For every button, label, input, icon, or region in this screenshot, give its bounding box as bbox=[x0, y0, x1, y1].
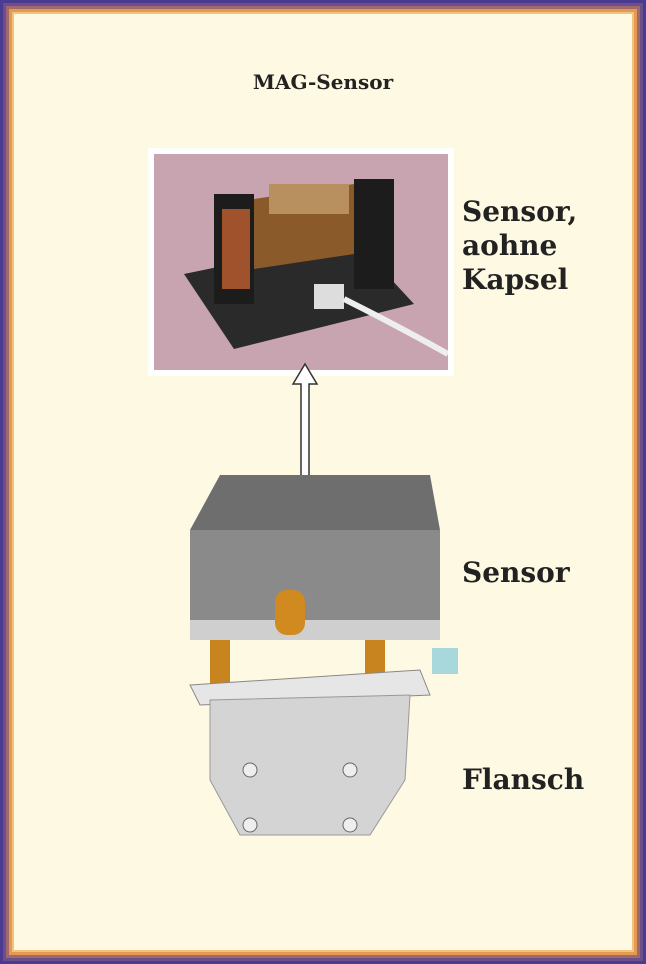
sensor-photo-without-capsule bbox=[148, 148, 454, 376]
label-line: Sensor, bbox=[462, 195, 578, 228]
sensor-housing-drawing bbox=[189, 475, 458, 836]
label-sensor: Sensor bbox=[462, 556, 570, 589]
label-line: aohne bbox=[462, 229, 558, 262]
label-line: Kapsel bbox=[462, 263, 569, 296]
slide-title: MAG-Sensor bbox=[252, 70, 394, 94]
label-flange: Flansch bbox=[462, 763, 585, 796]
label-sensor-without-capsule: Sensor, aohne Kapsel bbox=[462, 195, 577, 297]
